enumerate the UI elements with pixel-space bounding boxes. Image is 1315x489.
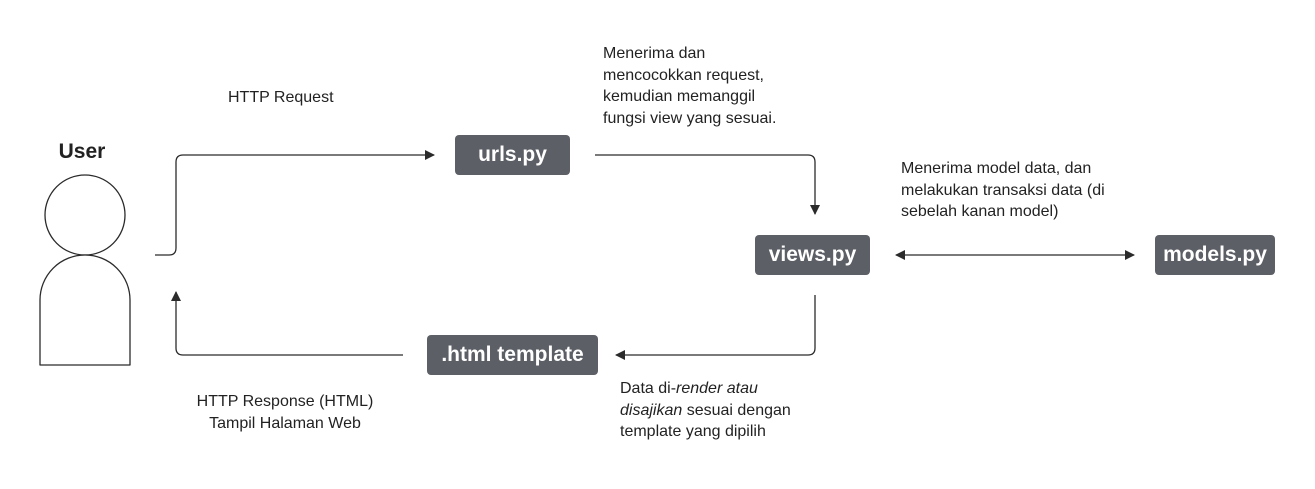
http-request-label: HTTP Request: [228, 87, 334, 109]
user-figure-icon: [39, 174, 131, 366]
render-italic: render atau: [676, 380, 758, 397]
models-description-line: sebelah kanan model): [901, 203, 1059, 220]
node-urls-py: urls.py: [455, 135, 570, 175]
render-description-line-2: disajikan sesuai dengan: [620, 400, 791, 422]
urls-description-line: fungsi view yang sesuai.: [603, 109, 777, 127]
render-description-line-3: template yang dipilih: [620, 423, 766, 440]
models-description: Menerima model data, dan melakukan trans…: [901, 158, 1105, 223]
render-suffix: sesuai dengan: [682, 401, 791, 419]
models-description-line: melakukan transaksi data (di: [901, 181, 1105, 199]
render-description: Data di-render atau disajikan sesuai den…: [620, 378, 791, 443]
urls-description-line: Menerima dan: [603, 45, 706, 62]
user-label: User: [58, 140, 106, 163]
node-html-template: .html template: [427, 335, 598, 375]
models-description-line: Menerima model data, dan: [901, 160, 1092, 177]
arrow-urls-to-views: [595, 154, 820, 215]
http-response-line: HTTP Response (HTML): [196, 393, 374, 410]
urls-description-line: mencocokkan request,: [603, 66, 764, 84]
node-views-py: views.py: [755, 235, 870, 275]
arrow-user-to-urls: [155, 150, 435, 256]
render-prefix: Data di-: [620, 380, 677, 397]
http-request-text: HTTP Request: [228, 89, 334, 106]
http-response-line: Tampil Halaman Web: [209, 414, 361, 432]
urls-description: Menerima dan mencocokkan request, kemudi…: [603, 43, 776, 129]
user-head-shape: [44, 174, 126, 256]
node-models-py: models.py: [1155, 235, 1275, 275]
arrow-template-to-user: [171, 291, 403, 356]
user-body-shape: [39, 254, 131, 366]
render-description-line-1: Data di-render atau: [620, 378, 791, 400]
arrow-views-to-template: [615, 295, 816, 360]
disajikan-italic: disajikan: [620, 401, 683, 419]
http-response-label: HTTP Response (HTML) Tampil Halaman Web: [175, 391, 395, 434]
urls-description-line: kemudian memanggil: [603, 88, 756, 105]
